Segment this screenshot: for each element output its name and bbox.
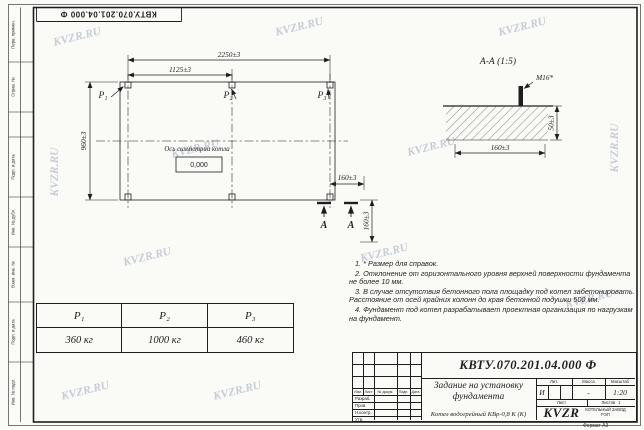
load-table-value: 460 кг: [236, 334, 265, 346]
col-izm: Изм.: [354, 389, 362, 394]
note-line: 2. Отклонение от горизонтального уровня …: [349, 268, 631, 287]
lit-header: Лит.: [550, 379, 558, 384]
rotated-designation: КВТУ.070.201.04.000 Ф: [60, 10, 157, 19]
sheet-frame: [8, 4, 641, 426]
col-date: Дата: [411, 389, 420, 394]
dim-section-depth: 50±3: [547, 115, 556, 130]
technical-notes: 1. * Размер для справок. 2. Отклонение о…: [349, 259, 635, 324]
load-table-value: 1000 кг: [122, 328, 208, 352]
note-line: 3. В случае отсутствия бетонного пола пл…: [349, 286, 635, 305]
row-checked: Пров.: [355, 403, 367, 408]
document-designation: КВТУ.070.201.04.000 Ф: [459, 358, 597, 372]
load-table: Р₁ Р₂ Р₃ 360 кг 1000 кг 460 кг: [36, 303, 294, 353]
dim-half-width: 1125±3: [169, 65, 191, 74]
watermark-text: KVZR.RU: [49, 147, 61, 198]
margin-label: Справ. №: [11, 77, 16, 97]
load-table-header: Р₁: [37, 304, 123, 328]
col-docnum: № докум.: [377, 389, 394, 394]
section-view: А-А (1:5) М16* 50±3 160±3: [443, 56, 562, 158]
margin-label: Инв. № подл.: [11, 379, 16, 406]
scale-header: Масштаб: [611, 379, 629, 384]
format-note: Формат А3: [583, 423, 609, 429]
elevation-value: 0,000: [190, 162, 208, 169]
watermark-text: KVZR.RU: [51, 25, 103, 49]
plan-view: [85, 55, 378, 243]
concrete-hatch: [446, 106, 548, 140]
dim-total-width: 2250±3: [218, 50, 241, 59]
watermark-text: KVZR.RU: [496, 15, 548, 39]
company-cell: KVZR КОТЕЛЬНЫЙ ЗАВОД РЭП: [536, 406, 635, 420]
row-normcontrol: Н.контр.: [355, 410, 372, 415]
row-approved: Утв.: [355, 417, 364, 422]
dim-section-width: 160±3: [491, 143, 510, 152]
load-table-value: 360 кг: [37, 328, 123, 352]
load-label-p3: Р₃: [316, 91, 326, 101]
elevation-box: [175, 156, 223, 173]
watermark-text: KVZR.RU: [211, 379, 263, 403]
row-developed: Разраб.: [355, 396, 371, 401]
dim-anchor-offset-h: 160±3: [338, 173, 357, 182]
load-leaders: [110, 86, 331, 100]
extension-lines: [85, 55, 378, 243]
center-axes: [96, 74, 348, 208]
anchor-bolt: [518, 86, 523, 106]
note-line: 1. * Размер для справок.: [355, 259, 439, 268]
mass-value: -: [587, 387, 590, 397]
watermark-text: KVZR.RU: [273, 15, 325, 39]
dim-anchor-offset-v: 160±3: [362, 211, 371, 230]
load-label-p2: Р₂: [222, 91, 233, 101]
margin-label: Подп. и дата: [11, 154, 16, 180]
plan-texts: 2250±3 1125±3 960±3 160±3 160±3 Р₁ Р₂ Р₃…: [79, 50, 371, 231]
watermark-text: KVZR.RU: [121, 245, 173, 269]
bolt-label: М16*: [535, 73, 554, 82]
watermark-text: KVZR.RU: [609, 123, 621, 174]
section-letter: А: [347, 220, 355, 231]
scale-value: 1:20: [613, 387, 627, 397]
sheet-label: Лист: [556, 400, 567, 405]
margin-label: Перв. примен.: [11, 20, 16, 49]
title-block: КВТУ.070.201.04.000 Ф Изм. Лист № докум.…: [352, 352, 637, 422]
section-title: А-А (1:5): [479, 56, 516, 67]
dimension-lines: [87, 57, 375, 243]
margin-labels: Перв. примен. Справ. № Подп. и дата Инв.…: [11, 10, 157, 406]
lit-value: И: [539, 387, 545, 397]
section-cut-marks: [317, 201, 358, 217]
section-letter: А: [320, 220, 328, 231]
margin-label: Взам. инв. №: [11, 261, 16, 288]
margin-label: Инв. № дубл.: [11, 209, 16, 236]
note-line: 4. Фундамент под котел разрабатывает про…: [349, 305, 633, 323]
watermark-text: KVZR.RU: [59, 379, 111, 403]
sheets-cell: Листов 1: [587, 399, 635, 406]
symmetry-axis-label: Ось симметрии котла: [164, 146, 230, 153]
product-name: Котел водогрейный КВр-0,8 К (К): [430, 410, 527, 418]
document-title: Задание на установку фундамента: [433, 381, 524, 402]
mass-header: Масса: [582, 379, 595, 384]
sheets-label: Листов: [601, 400, 616, 405]
company-logo: KVZR: [543, 406, 580, 420]
col-sign: Подп.: [398, 389, 409, 394]
dim-height: 960±3: [79, 131, 88, 150]
load-table-header: Р₂: [122, 304, 208, 328]
load-table-header: Р₃: [207, 304, 293, 328]
sheets-value: 1: [618, 400, 621, 405]
load-label-p1: Р₁: [97, 91, 107, 101]
margin-label: Подп. и дата: [11, 319, 16, 345]
company-name: КОТЕЛЬНЫЙ ЗАВОД РЭП: [585, 407, 626, 417]
col-list: Лист: [364, 389, 373, 394]
column-marks: [124, 81, 334, 201]
